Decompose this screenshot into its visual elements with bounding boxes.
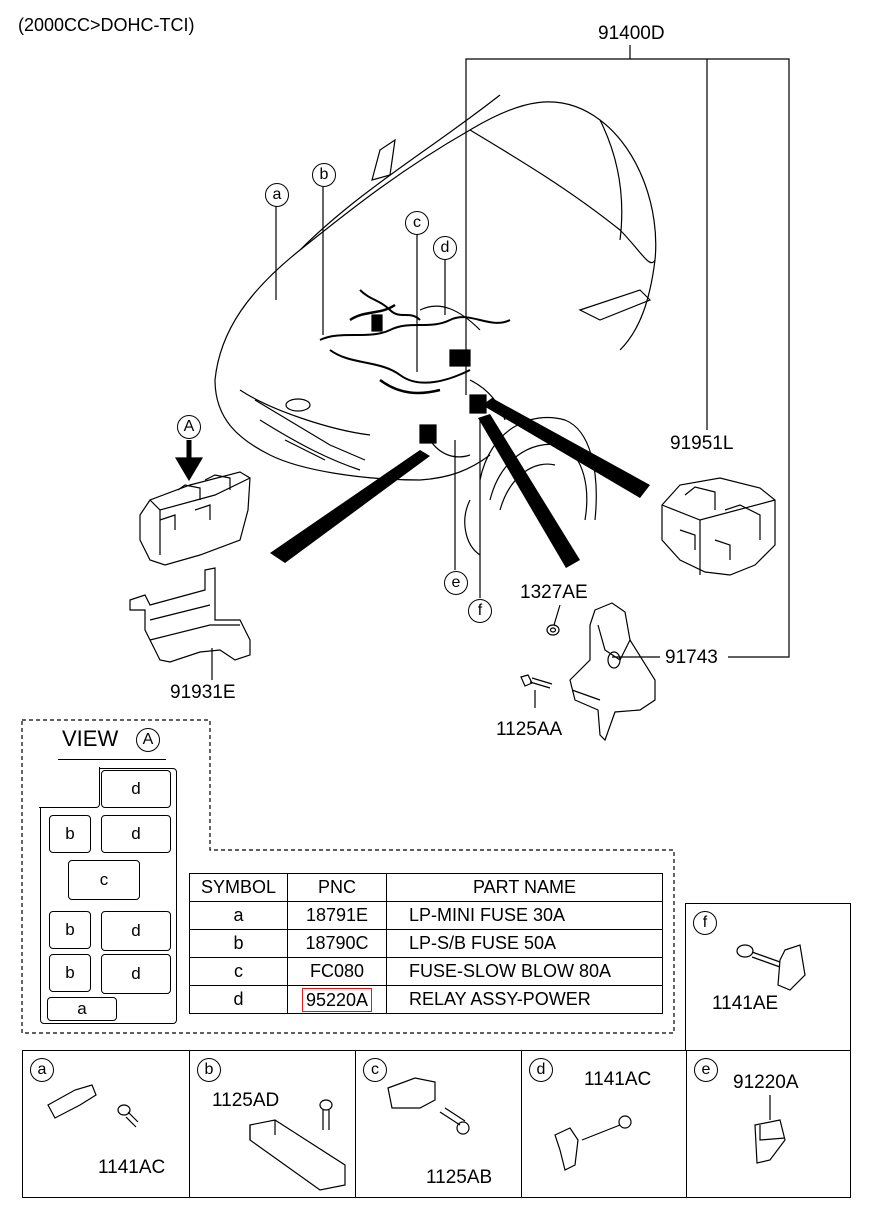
row-part-name: RELAY ASSY-POWER xyxy=(386,985,663,1014)
table-row: a 18791E LP-MINI FUSE 30A xyxy=(189,901,663,930)
engine-variant-label: (2000CC>DOHC-TCI) xyxy=(18,15,195,35)
detail-art-f xyxy=(736,944,806,991)
callout-d: d xyxy=(433,236,457,260)
detail-key-e: e xyxy=(694,1058,718,1082)
row-symbol: d xyxy=(189,985,288,1014)
part-number-91743: 91743 xyxy=(665,647,718,668)
header-symbol: SYMBOL xyxy=(189,873,288,902)
view-a-slot-d1: d xyxy=(101,770,171,808)
view-a-fusebox xyxy=(39,767,177,1024)
view-a-dashed-frame xyxy=(21,719,675,1034)
header-pnc: PNC xyxy=(287,873,387,902)
row-part-name: LP-S/B FUSE 50A xyxy=(386,929,663,958)
detail-part-1141ac-d: 1141AC xyxy=(584,1069,652,1090)
detail-part-1125ab: 1125AB xyxy=(426,1167,493,1188)
detail-art-e xyxy=(754,1095,786,1164)
view-a-underline xyxy=(58,759,166,760)
detail-key-b: b xyxy=(197,1058,221,1082)
detail-key-f: f xyxy=(693,911,717,935)
callout-c: c xyxy=(405,211,429,235)
detail-key-d: d xyxy=(529,1058,553,1082)
callout-f: f xyxy=(468,599,492,623)
callout-b: b xyxy=(312,163,336,187)
row-pnc: FC080 xyxy=(287,957,387,986)
part-number-91951l: 91951L xyxy=(670,433,734,454)
callout-e: e xyxy=(444,571,468,595)
callout-view-a: A xyxy=(177,415,201,439)
detail-panel-e xyxy=(686,1050,851,1198)
row-symbol: b xyxy=(189,929,288,958)
detail-art-c xyxy=(387,1077,470,1135)
part-number-1327ae: 1327AE xyxy=(520,582,588,603)
part-number-1125aa: 1125AA xyxy=(496,719,563,740)
view-a-slot-a: a xyxy=(47,997,117,1021)
row-pnc: 18790C xyxy=(287,929,387,958)
callout-a: a xyxy=(265,183,289,207)
part-number-91400d: 91400D xyxy=(598,23,665,44)
row-pnc: 18791E xyxy=(287,901,387,930)
detail-part-91220a: 91220A xyxy=(733,1072,799,1093)
parts-table-header: SYMBOL PNC PART NAME xyxy=(189,873,663,902)
view-a-slot-b1: b xyxy=(49,815,91,853)
view-a-marker: A xyxy=(136,728,160,752)
view-a-slot-d4: d xyxy=(101,954,171,994)
fusebox-outline xyxy=(40,768,177,1024)
view-a-title: VIEW xyxy=(62,726,119,751)
view-a-slot-c: c xyxy=(68,860,140,900)
detail-art-a xyxy=(47,1084,139,1128)
detail-key-c: c xyxy=(363,1058,387,1082)
detail-key-a: a xyxy=(30,1058,54,1082)
table-row: d 95220A RELAY ASSY-POWER xyxy=(189,985,663,1014)
row-part-name: FUSE-SLOW BLOW 80A xyxy=(386,957,663,986)
detail-part-1141ae: 1141AE xyxy=(712,993,779,1014)
view-a-slot-d3: d xyxy=(101,911,171,951)
row-part-name: LP-MINI FUSE 30A xyxy=(386,901,663,930)
view-a-slot-b3: b xyxy=(49,954,91,992)
bracket-91743 xyxy=(520,602,656,742)
highlighted-pnc[interactable]: 95220A xyxy=(301,987,373,1012)
projection-bands xyxy=(270,398,650,568)
parts-table: SYMBOL PNC PART NAME a 18791E LP-MINI FU… xyxy=(189,873,663,1014)
row-symbol: a xyxy=(189,901,288,930)
relay-box-91951l xyxy=(661,477,776,576)
header-part-name: PART NAME xyxy=(386,873,663,902)
row-symbol: c xyxy=(189,957,288,986)
detail-part-1141ac-a: 1141AC xyxy=(98,1157,166,1178)
part-number-91931e: 91931E xyxy=(170,682,236,703)
view-a-arrow xyxy=(174,440,204,482)
table-row: b 18790C LP-S/B FUSE 50A xyxy=(189,929,663,958)
leader-lines xyxy=(211,45,790,708)
fusebox-notch xyxy=(39,767,100,808)
table-row: c FC080 FUSE-SLOW BLOW 80A xyxy=(189,957,663,986)
detail-art-b xyxy=(249,1099,346,1191)
view-a-slot-b2: b xyxy=(49,911,91,949)
row-pnc-highlighted[interactable]: 95220A xyxy=(287,985,387,1014)
bracket-91931e xyxy=(129,567,251,663)
fuse-box-left xyxy=(139,471,251,566)
detail-art-d xyxy=(554,1115,632,1171)
view-a-slot-d2: d xyxy=(101,815,171,853)
vehicle-outline xyxy=(214,94,657,556)
detail-part-1125ad: 1125AD xyxy=(212,1090,280,1111)
